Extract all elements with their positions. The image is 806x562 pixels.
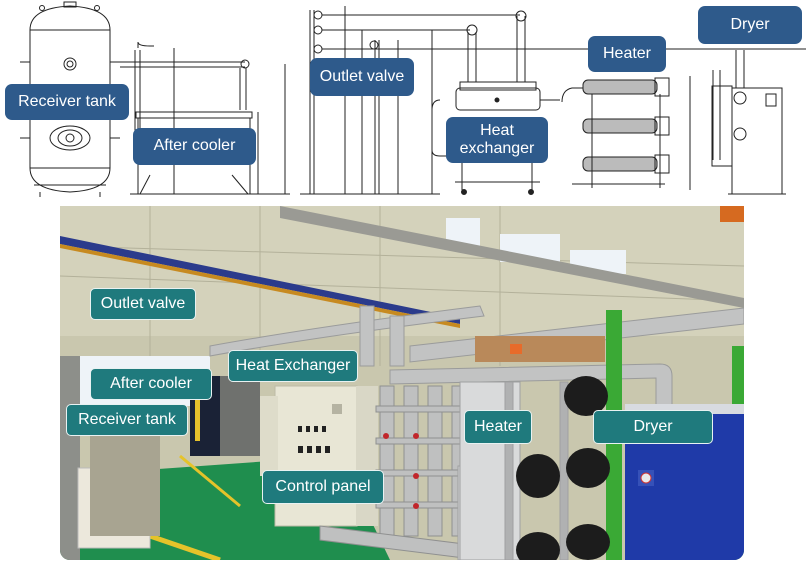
photo-label-after-cooler-text: After cooler [110, 375, 192, 392]
photo-label-after-cooler: After cooler [90, 368, 212, 400]
photo-label-heat-exchanger-text: Heat Exchanger [235, 357, 351, 374]
photo-label-receiver-tank: Receiver tank [66, 404, 188, 436]
after-cooler-drawing [120, 41, 290, 195]
heater-end-caps [516, 376, 610, 560]
bp-label-heat-exchanger: Heat exchanger [446, 117, 548, 163]
bp-label-outlet-valve-text: Outlet valve [319, 67, 405, 85]
photo-label-control-panel-text: Control panel [275, 478, 371, 495]
photo-label-receiver-tank-text: Receiver tank [78, 411, 176, 428]
bp-label-heater: Heater [588, 36, 666, 72]
photo-label-dryer: Dryer [593, 410, 713, 444]
bp-label-after-cooler: After cooler [133, 128, 256, 165]
bp-label-heater-text: Heater [602, 44, 652, 62]
dryer-drawing [711, 50, 786, 195]
factory-photo: Outlet valve Heat Exchanger After cooler… [60, 206, 744, 560]
bp-label-dryer-text: Dryer [730, 15, 770, 33]
photo-label-heater: Heater [464, 410, 532, 444]
photo-label-outlet-valve: Outlet valve [90, 288, 196, 320]
bp-label-after-cooler-text: After cooler [153, 137, 236, 155]
bp-label-dryer: Dryer [698, 6, 802, 44]
bp-label-receiver-tank: Receiver tank [5, 84, 129, 120]
receiver-tank-drawing [20, 1, 120, 197]
bp-label-heat-exchanger-line1: Heat [480, 121, 514, 139]
control-panel-cabinet [260, 385, 378, 527]
photo-label-heat-exchanger: Heat Exchanger [228, 350, 358, 382]
bp-label-heat-exchanger-line2: exchanger [459, 140, 535, 157]
photo-label-outlet-valve-text: Outlet valve [100, 295, 186, 312]
heater-drawing [561, 76, 691, 190]
photo-label-control-panel: Control panel [262, 470, 384, 504]
blueprint-diagram: Receiver tank After cooler Outlet valve … [0, 0, 806, 200]
photo-label-dryer-text: Dryer [633, 418, 673, 435]
heat-exchanger-drawing [431, 10, 560, 195]
photo-label-heater-text: Heater [473, 418, 523, 435]
bp-label-outlet-valve: Outlet valve [310, 58, 414, 96]
bp-label-receiver-tank-text: Receiver tank [18, 92, 116, 110]
